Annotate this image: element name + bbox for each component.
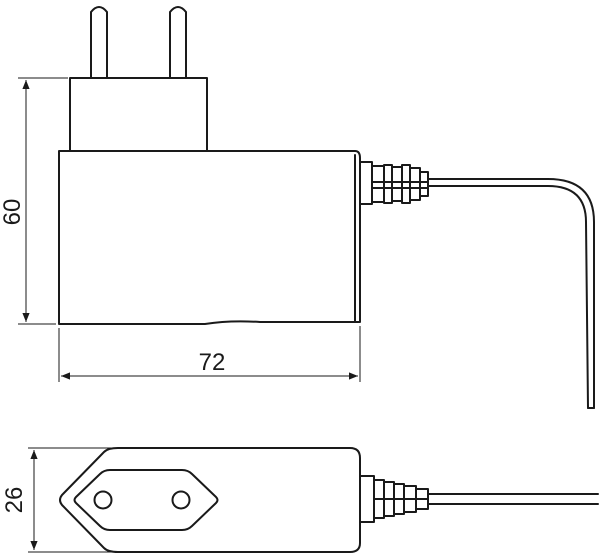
strain-relief-top [359, 475, 429, 523]
adapter-body [58, 150, 361, 325]
pin-hole-right [171, 490, 191, 510]
side-view: 60 72 [0, 6, 595, 409]
dimension-depth: 26 [1, 447, 116, 553]
top-view: 26 [1, 447, 599, 553]
dimension-depth-label: 26 [1, 487, 28, 514]
cable-side [427, 178, 595, 409]
dimension-height: 60 [0, 77, 68, 325]
plug-pins [90, 6, 187, 79]
plug-face [73, 469, 219, 531]
cable-top [427, 493, 599, 505]
dimension-width-label: 72 [199, 349, 226, 376]
adapter-top-body [59, 447, 361, 553]
dimension-width: 72 [58, 326, 361, 382]
plug-neck [69, 77, 208, 152]
pin-hole-left [93, 490, 113, 510]
dimension-height-label: 60 [0, 199, 26, 226]
strain-relief [359, 161, 429, 205]
